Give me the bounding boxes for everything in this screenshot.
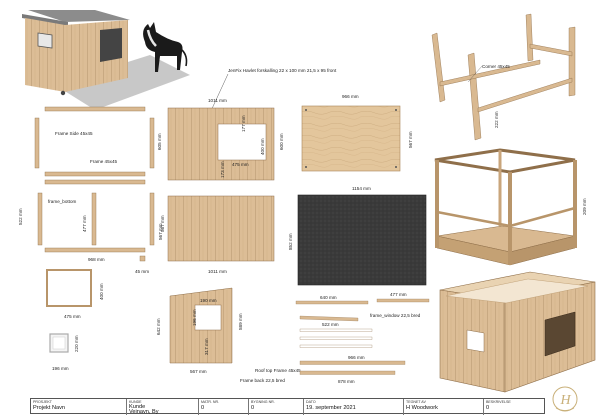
- title-field-building-header: BYGNING NR.: [251, 400, 275, 404]
- dim-477b: 477 mm: [390, 292, 407, 297]
- trim-strips: 640 mm 477 mm frame_window 22,5 bred 522…: [240, 292, 430, 384]
- dim-567b: 567 mm: [160, 215, 165, 232]
- title-field-description: BESKRIVELSE 0: [483, 399, 545, 415]
- dim-600: 600 mm: [279, 133, 284, 150]
- back-panel: 190 mm 196 mm 317 mm 642 mm 589 mm 567 m…: [156, 287, 243, 374]
- title-field-building-value: 0: [251, 404, 255, 411]
- corner-label: Corner 45x45: [482, 64, 510, 69]
- roof-top-label: Roof top Frame 45x45: [255, 368, 301, 373]
- dog-figure: [143, 22, 188, 72]
- top-callout: JenFix Havlet forskalling 22 x 100 mm 21…: [209, 68, 337, 114]
- roof-felt: 1154 mm 852 mm: [288, 186, 427, 286]
- dim-1154: 1154 mm: [352, 186, 371, 191]
- title-field-customer-value: Kunde Veinavn, By: [129, 403, 159, 415]
- corner-posts: Corner 45x45 222 mm: [431, 13, 576, 141]
- dim-642: 642 mm: [156, 318, 161, 335]
- title-block: PROSJEKT Projekt Navn KUNDE Kunde Veinav…: [30, 398, 545, 415]
- title-field-matr-value: 0: [201, 404, 205, 411]
- dim-222: 222 mm: [494, 111, 499, 128]
- dim-1011a: 1011 mm: [208, 98, 227, 103]
- title-field-date-value: 19. september 2021: [306, 404, 356, 411]
- title-field-drawn-by-header: TEGNET AV: [406, 400, 426, 404]
- plywood-roof: 966 mm 567 mm: [301, 94, 413, 172]
- title-field-building: BYGNING NR. 0: [248, 399, 303, 415]
- dim-522: 522 mm: [18, 208, 23, 225]
- title-field-project: PROSJEKT Projekt Navn: [31, 399, 126, 415]
- dim-475a: 475 mm: [232, 162, 249, 167]
- title-field-matr: MATR. NR. 0: [198, 399, 248, 415]
- dim-475b: 475 mm: [64, 314, 81, 319]
- window-frame-part: 475 mm 400 mm: [46, 269, 104, 319]
- dim-400b: 400 mm: [99, 283, 104, 300]
- title-field-drawn-by: TEGNET AV H Woodwork: [403, 399, 483, 415]
- frame-window-label: frame_window 22,5 bred: [370, 313, 421, 318]
- title-field-project-value: Projekt Navn: [33, 404, 66, 411]
- dim-177: 177 mm: [241, 115, 246, 132]
- top-callout-label: JenFix Havlet forskalling 22 x 100 mm 21…: [228, 68, 337, 73]
- dim-190: 190 mm: [200, 298, 217, 303]
- title-field-customer-header: KUNDE: [129, 400, 142, 404]
- side-panel: 567 mm 1011 mm: [158, 195, 275, 274]
- dim-209: 209 mm: [582, 198, 587, 215]
- assembled-house: [439, 271, 596, 393]
- dim-567a: 567 mm: [408, 131, 413, 148]
- vent-part: 196 mm 220 mm: [49, 333, 79, 371]
- dim-400a: 400 mm: [260, 138, 265, 155]
- base-frame-3d: 209 mm: [434, 148, 587, 266]
- dim-220: 220 mm: [74, 335, 79, 352]
- dim-852: 852 mm: [288, 233, 293, 250]
- dim-1011b: 1011 mm: [208, 269, 227, 274]
- title-field-description-value: 0: [486, 404, 490, 411]
- dim-522b: 522 mm: [322, 322, 339, 327]
- title-field-project-header: PROSJEKT: [33, 400, 52, 404]
- dim-966b: 966 mm: [348, 355, 365, 360]
- frame-4545-label: Frame 45x45: [90, 159, 118, 164]
- dim-968: 968 mm: [88, 257, 105, 262]
- dim-45: 45 mm: [135, 269, 149, 274]
- frame-back-label: Frame back 22,5 bred: [240, 378, 285, 383]
- dim-640: 640 mm: [320, 295, 337, 300]
- doghouse-render: [22, 10, 190, 110]
- dim-196: 196 mm: [52, 366, 69, 371]
- dim-477a: 477 mm: [82, 215, 87, 232]
- title-field-drawn-by-value: H Woodwork: [406, 404, 438, 411]
- frame-side-label: Frame Side 45x45: [55, 131, 93, 136]
- title-field-description-header: BESKRIVELSE: [486, 400, 511, 404]
- frame-bottom-parts: frame_bottom 522 mm 477 mm 567 mm 968 mm…: [18, 192, 165, 274]
- frame-side-parts: Frame Side 45x45 Frame 45x45: [34, 106, 155, 185]
- svg-text:H: H: [560, 393, 572, 408]
- dim-567c: 567 mm: [190, 369, 207, 374]
- dim-587: 567 mm: [158, 223, 163, 240]
- front-panel: 1011 mm 605 mm 177 mm 475 mm 400 mm 173 …: [157, 98, 284, 181]
- dim-605: 605 mm: [157, 133, 162, 150]
- dim-966a: 966 mm: [342, 94, 359, 99]
- dim-878: 878 mm: [338, 379, 355, 384]
- dim-589: 589 mm: [238, 313, 243, 330]
- title-field-customer: KUNDE Kunde Veinavn, By: [126, 399, 198, 415]
- frame-bottom-label: frame_bottom: [48, 199, 77, 204]
- title-field-date-header: DATO: [306, 400, 316, 404]
- title-field-matr-header: MATR. NR.: [201, 400, 220, 404]
- dim-173: 173 mm: [220, 161, 225, 178]
- dim-196b: 196 mm: [192, 309, 197, 326]
- dim-317: 317 mm: [204, 338, 209, 355]
- title-field-date: DATO 19. september 2021: [303, 399, 403, 415]
- woodwork-logo: H: [552, 386, 578, 412]
